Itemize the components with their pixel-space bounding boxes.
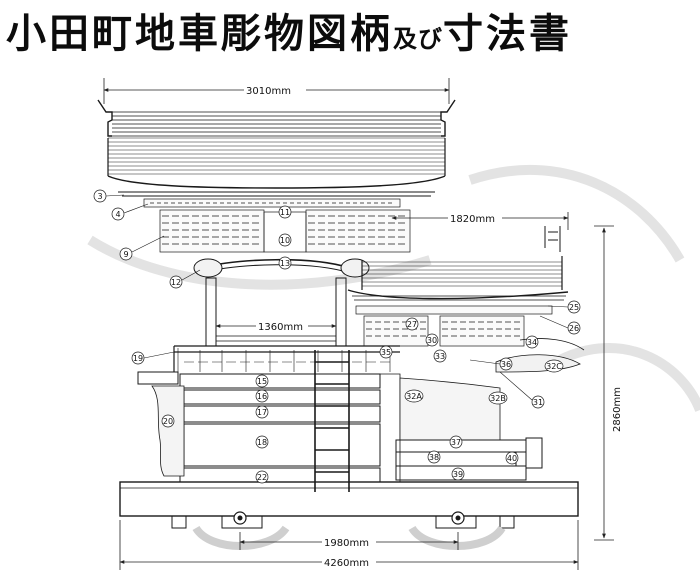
dim-3010: 3010mm — [246, 86, 291, 97]
front-roof — [97, 99, 456, 197]
label-32c: 32C — [546, 362, 562, 371]
label-16: 16 — [257, 392, 267, 401]
label-9: 9 — [123, 250, 128, 259]
front-bracket-clusters — [143, 198, 411, 253]
label-31: 31 — [533, 398, 543, 407]
label-32b: 32B — [490, 394, 506, 403]
label-38: 38 — [429, 453, 439, 462]
dim-1360: 1360mm — [258, 322, 303, 333]
label-35: 35 — [381, 348, 391, 357]
title-joiner: 及び — [393, 24, 443, 53]
label-13: 13 — [280, 259, 290, 268]
label-19: 19 — [133, 354, 143, 363]
label-12: 12 — [171, 278, 181, 287]
part-label-texts: 3 4 9 10 11 12 13 15 16 17 18 19 20 22 2… — [97, 192, 579, 482]
label-17: 17 — [257, 408, 267, 417]
label-37: 37 — [451, 438, 461, 447]
title-tail: 寸法書 — [443, 10, 572, 57]
dimension-texts: 3010mm 1820mm 1360mm 2860mm 1980mm 4260m… — [244, 84, 623, 569]
rear-roof — [347, 226, 569, 301]
label-40: 40 — [507, 454, 517, 463]
dim-1820: 1820mm — [450, 214, 495, 225]
part-labels — [93, 189, 581, 484]
label-11: 11 — [280, 208, 290, 217]
label-36: 36 — [501, 360, 511, 369]
ladder — [314, 350, 350, 492]
label-26: 26 — [569, 324, 579, 333]
dim-1980: 1980mm — [324, 538, 369, 549]
rear-bracket-clusters — [355, 305, 553, 347]
label-22: 22 — [257, 473, 267, 482]
label-30: 30 — [427, 336, 437, 345]
dimension-lines — [103, 78, 614, 570]
label-20: 20 — [163, 417, 173, 426]
dim-4260: 4260mm — [324, 558, 369, 569]
label-34: 34 — [527, 338, 537, 347]
dim-2860: 2860mm — [612, 387, 623, 432]
label-4: 4 — [115, 210, 120, 219]
label-15: 15 — [257, 377, 267, 386]
label-25: 25 — [569, 303, 579, 312]
label-10: 10 — [280, 236, 290, 245]
label-39: 39 — [453, 470, 463, 479]
label-32a: 32A — [406, 392, 422, 401]
label-3: 3 — [97, 192, 102, 201]
leader-lines — [105, 194, 569, 401]
label-27: 27 — [407, 320, 417, 329]
title-main: 小田町地車彫物図柄 — [6, 10, 393, 57]
label-18: 18 — [257, 438, 267, 447]
label-33: 33 — [435, 352, 445, 361]
page-title: 小田町地車彫物図柄及び寸法書 — [6, 4, 572, 64]
